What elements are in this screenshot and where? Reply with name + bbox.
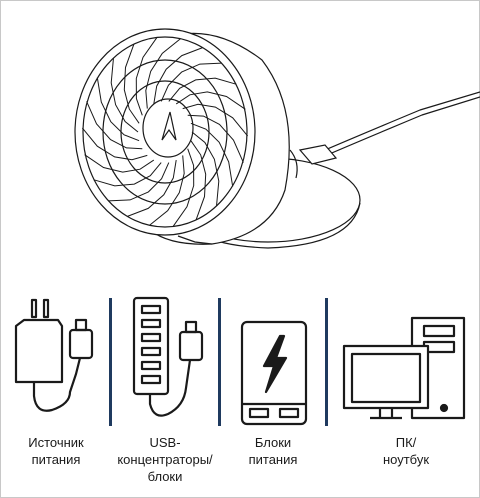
usb-hub-icon — [132, 296, 204, 417]
separator-3 — [325, 298, 328, 426]
power-bank-icon — [240, 320, 308, 426]
grille-rib — [190, 122, 234, 187]
caption-line: Источник — [28, 435, 84, 450]
caption-line: питания — [248, 452, 298, 467]
grille-rib — [110, 57, 139, 133]
grille-rib — [96, 77, 140, 142]
grille-rib — [160, 62, 222, 102]
grille-rib — [153, 47, 203, 104]
separator-2 — [218, 298, 221, 426]
grille-rib — [175, 91, 246, 110]
caption-line: ПК/ — [395, 435, 417, 450]
caption-line: USB- — [149, 435, 181, 450]
grille-rib — [172, 148, 195, 227]
caption-wall-charger: Источник питания — [0, 434, 112, 468]
pc-laptop-icon — [342, 316, 466, 420]
wall-charger-icon — [14, 298, 94, 412]
grille-rib — [93, 162, 162, 187]
separator-1 — [109, 298, 112, 426]
grille-rib — [149, 155, 185, 226]
grille-rib — [108, 162, 170, 202]
caption-line: блоки — [147, 469, 183, 484]
grille-rib — [127, 160, 177, 217]
grille-rib — [123, 44, 140, 124]
caption-line: питания — [31, 452, 81, 467]
grille-rib — [84, 154, 155, 173]
caption-line: Блоки — [254, 435, 292, 450]
grille-rib — [135, 37, 158, 116]
grille-rib — [190, 140, 207, 220]
caption-line: концентраторы/ — [117, 452, 213, 467]
caption-usb-hub: USB- концентраторы/ блоки — [112, 434, 218, 485]
grille-rib — [168, 77, 237, 102]
grille-rib — [182, 103, 249, 137]
desk-fan-icon — [74, 28, 480, 249]
grille-rib — [145, 38, 181, 109]
caption-pc-laptop: ПК/ ноутбук — [338, 434, 474, 468]
grille-rib — [191, 131, 220, 207]
caption-line: ноутбук — [382, 452, 430, 467]
grille-rib — [187, 114, 244, 163]
grille-rib — [86, 101, 143, 150]
grille-rib — [81, 127, 148, 161]
caption-power-bank: Блоки питания — [220, 434, 326, 468]
